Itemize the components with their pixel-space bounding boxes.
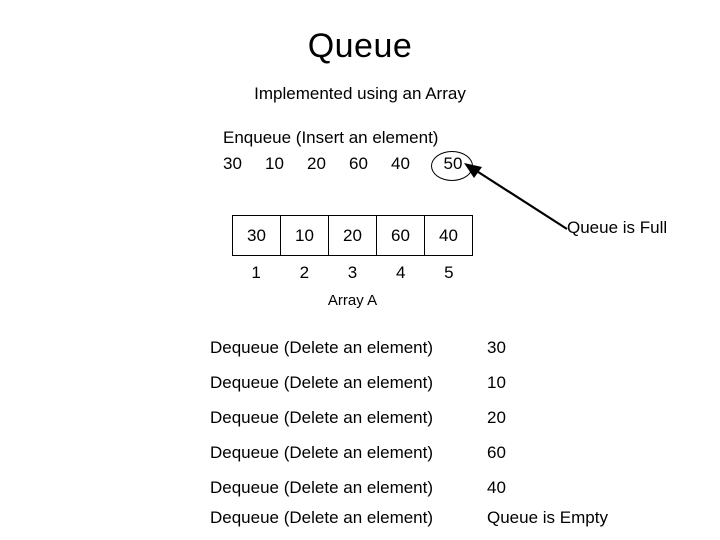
- dequeue-label: Dequeue (Delete an element): [210, 478, 434, 497]
- array-cell: 60: [376, 215, 425, 256]
- array-cell: 30: [232, 215, 281, 256]
- list-item: Dequeue (Delete an element) Queue is Emp…: [210, 507, 710, 537]
- array-index: 5: [444, 263, 454, 282]
- array-index: 3: [347, 263, 358, 282]
- table-row: 30 10 20 60 40: [232, 215, 473, 256]
- enqueue-value: 60: [349, 154, 368, 173]
- dequeue-value: 60: [487, 443, 506, 462]
- enqueue-value: 20: [307, 154, 326, 173]
- dequeue-value: Queue is Empty: [487, 508, 608, 527]
- list-item: Dequeue (Delete an element) 60: [210, 442, 710, 477]
- enqueue-value-sequence: 30 10 20 60 40 50: [223, 153, 473, 175]
- array-caption: Array A: [327, 292, 378, 309]
- array-table: 30 10 20 60 40: [232, 215, 473, 256]
- dequeue-label: Dequeue (Delete an element): [210, 338, 434, 357]
- arrow-icon: [464, 163, 568, 230]
- array-cell: 10: [280, 215, 329, 256]
- list-item: Dequeue (Delete an element) 30: [210, 337, 710, 372]
- dequeue-label: Dequeue (Delete an element): [210, 373, 434, 392]
- list-item: Dequeue (Delete an element) 10: [210, 372, 710, 407]
- list-item: Dequeue (Delete an element) 20: [210, 407, 710, 442]
- dequeue-label: Dequeue (Delete an element): [210, 443, 434, 462]
- array-index: 1: [251, 263, 261, 282]
- enqueue-value: 30: [223, 154, 242, 173]
- array-cell: 20: [328, 215, 377, 256]
- enqueue-rejected-value: 50: [443, 154, 463, 173]
- dequeue-label: Dequeue (Delete an element): [210, 508, 434, 527]
- dequeue-list: Dequeue (Delete an element) 30 Dequeue (…: [210, 337, 710, 537]
- dequeue-value: 30: [487, 338, 506, 357]
- enqueue-label: Enqueue (Insert an element): [223, 128, 439, 147]
- array-index: 2: [299, 263, 310, 282]
- dequeue-value: 40: [487, 478, 506, 497]
- page-title: Queue: [307, 27, 413, 65]
- page-subtitle: Implemented using an Array: [254, 84, 466, 103]
- dequeue-label: Dequeue (Delete an element): [210, 408, 434, 427]
- queue-full-annotation: Queue is Full: [567, 218, 668, 237]
- array-cell: 40: [424, 215, 473, 256]
- array-index-row: 1 2 3 4 5: [232, 262, 473, 284]
- enqueue-value: 40: [391, 154, 410, 173]
- list-item: Dequeue (Delete an element) 40: [210, 477, 710, 507]
- enqueue-value: 10: [265, 154, 284, 173]
- dequeue-value: 20: [487, 408, 506, 427]
- dequeue-value: 10: [487, 373, 506, 392]
- array-index: 4: [395, 263, 406, 282]
